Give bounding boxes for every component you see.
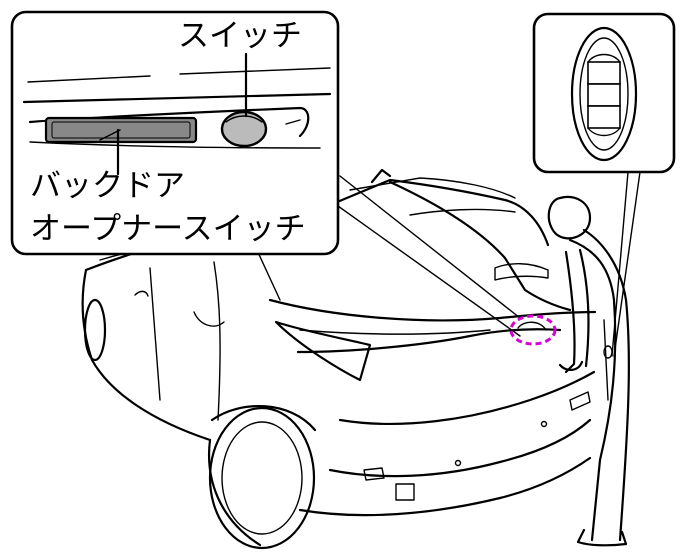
switch-label: スイッチ xyxy=(178,18,302,54)
opener-highlight-circle xyxy=(509,314,557,346)
switch-detail-panel xyxy=(10,10,340,256)
switch-button xyxy=(220,110,268,148)
key-detail-panel xyxy=(532,12,676,357)
intelligent-key-fob-icon xyxy=(570,26,638,162)
opener-handle xyxy=(44,116,198,144)
detail-pointer-lines xyxy=(323,175,521,337)
opener-label-line1: バックドア xyxy=(30,168,185,204)
opener-label-line2: オープナースイッチ xyxy=(30,211,306,247)
person xyxy=(547,195,630,547)
